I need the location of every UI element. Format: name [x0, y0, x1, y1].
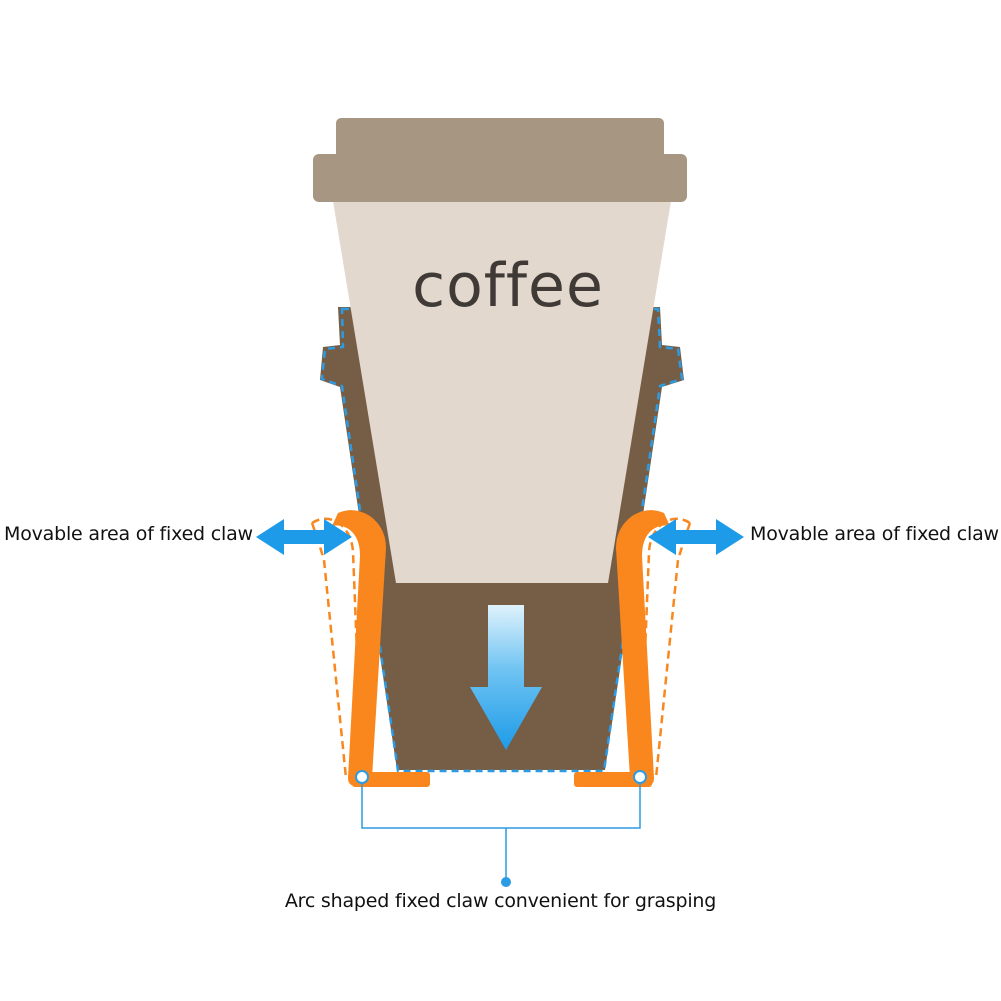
left-claw: [332, 510, 430, 787]
left-claw-pivot: [355, 770, 369, 784]
right-claw-pivot: [633, 770, 647, 784]
right-claw: [574, 510, 670, 787]
holder-dashed-outline: [320, 307, 684, 773]
left-claw-foot: [352, 772, 430, 787]
left-claw-arm: [332, 510, 386, 786]
down-arrow: [470, 605, 542, 750]
bottom-callout-label: Arc shaped fixed claw convenient for gra…: [284, 890, 717, 912]
right-claw-foot: [574, 772, 652, 787]
cup-body: [332, 195, 672, 583]
left-double-arrow: [256, 519, 352, 555]
cup-lid: [313, 118, 687, 202]
lid-rim: [313, 154, 687, 202]
callout-bracket: [361, 783, 641, 880]
lid-top: [336, 118, 664, 162]
right-claw-arm: [616, 510, 670, 786]
right-callout-label: Movable area of fixed claw: [750, 523, 999, 545]
right-double-arrow: [648, 519, 744, 555]
left-callout-label: Movable area of fixed claw: [4, 523, 253, 545]
cup-label: coffee: [412, 251, 604, 321]
callout-dot: [501, 877, 511, 887]
